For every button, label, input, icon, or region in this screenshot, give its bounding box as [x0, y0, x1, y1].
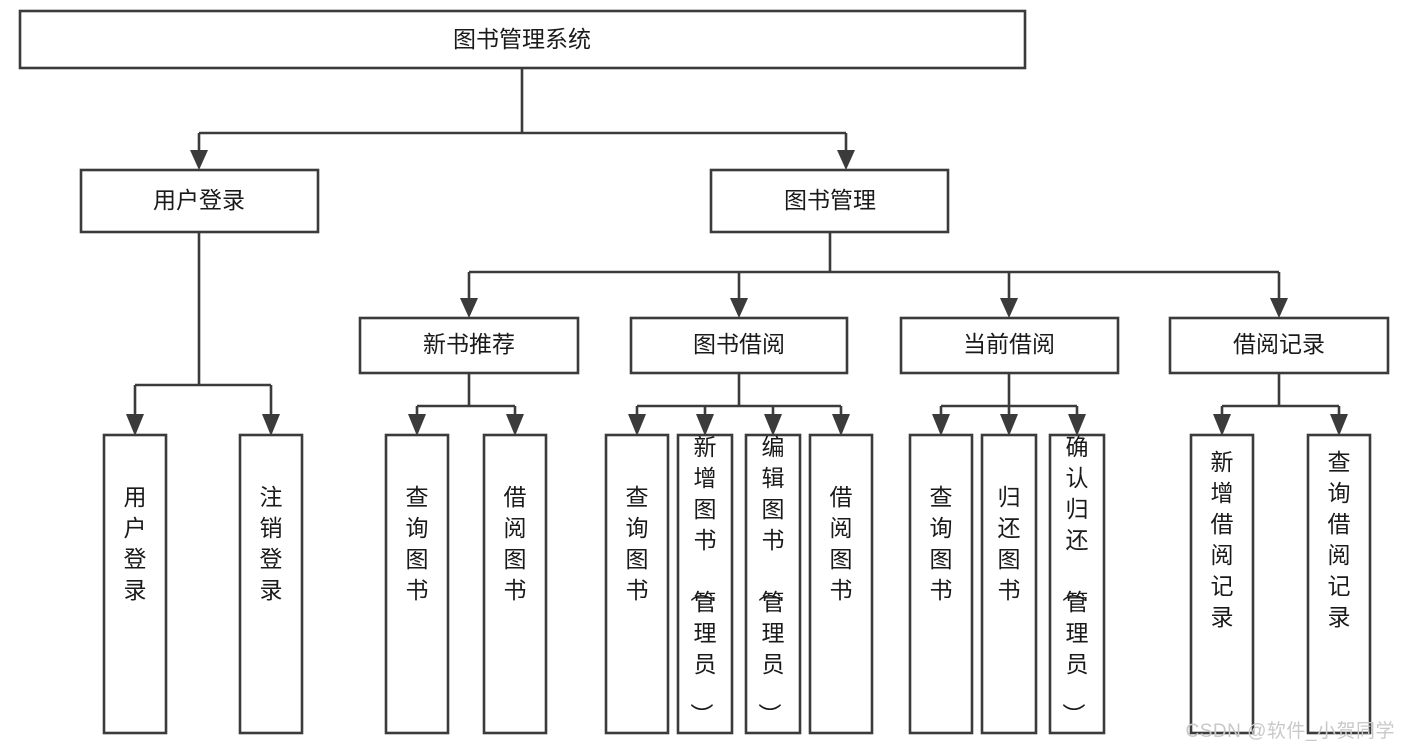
leaf-confirm-return-label: 确认归还（管理员） [1061, 434, 1089, 726]
leaf-add-book-label: 新增图书（管理员） [689, 434, 717, 726]
node-book-management-label: 图书管理 [784, 187, 876, 213]
leaf-borrow-book-1[interactable]: 借阅图书 [482, 433, 548, 735]
node-book-borrow-label: 图书借阅 [693, 331, 785, 357]
node-book-borrow-box[interactable] [629, 316, 849, 375]
arrowhead-leaf-query-book-3 [932, 414, 950, 436]
connector-new-book-recommend-to-leaves [415, 373, 517, 418]
connector-borrow-record-to-leaves [1220, 373, 1341, 418]
node-borrow-record-label: 借阅记录 [1233, 331, 1325, 357]
arrowhead-current-borrow [1000, 298, 1018, 318]
leaf-query-book-1-box[interactable] [384, 433, 450, 735]
leaf-confirm-return[interactable]: 确认归还（管理员） [1048, 433, 1106, 735]
node-new-book-recommend[interactable]: 新书推荐 [358, 316, 580, 375]
leaf-user-login[interactable]: 用户登录 [102, 433, 168, 735]
arrowhead-new-book-recommend [460, 298, 478, 318]
connector-root-to-level2 [197, 68, 848, 152]
connector-group-borrow-record [1213, 373, 1348, 436]
leaf-return-book[interactable]: 归还图书 [980, 433, 1038, 735]
node-user-login-label: 用户登录 [153, 187, 245, 213]
arrowhead-leaf-user-login [126, 414, 144, 436]
connector-group-root [190, 68, 855, 170]
leaf-confirm-return-box[interactable] [1048, 433, 1106, 735]
arrowhead-leaf-add-book [696, 414, 714, 436]
connector-group-book-management [460, 232, 1288, 318]
connector-user-login-to-leaves [133, 232, 273, 418]
arrowhead-leaf-logout-login [262, 414, 280, 436]
arrowhead-user-login [190, 150, 208, 170]
node-new-book-recommend-label: 新书推荐 [423, 331, 515, 357]
arrowhead-borrow-record [1270, 298, 1288, 318]
leaf-query-book-3-label: 查询图书 [930, 484, 953, 603]
node-user-login-box[interactable] [79, 168, 320, 234]
connector-group-current-borrow [932, 373, 1086, 436]
connector-book-management-to-level3 [467, 232, 1281, 300]
leaf-borrow-book-2-label: 借阅图书 [830, 484, 853, 603]
arrowhead-leaf-return-book [1000, 414, 1018, 436]
leaf-query-book-3-box[interactable] [908, 433, 974, 735]
leaf-add-record-box[interactable] [1189, 433, 1255, 735]
node-current-borrow-box[interactable] [899, 316, 1120, 375]
leaf-query-book-1[interactable]: 查询图书 [384, 433, 450, 735]
node-book-borrow[interactable]: 图书借阅 [629, 316, 849, 375]
leaf-query-record-label: 查询借阅记录 [1328, 449, 1351, 630]
arrowhead-leaf-query-book-1 [408, 414, 426, 436]
arrowhead-leaf-borrow-book-1 [506, 414, 524, 436]
node-borrow-record[interactable]: 借阅记录 [1168, 316, 1390, 375]
arrowhead-book-borrow [730, 298, 748, 318]
arrowhead-leaf-query-book-2 [628, 414, 646, 436]
leaf-query-book-2-label: 查询图书 [626, 484, 649, 603]
leaf-logout-login-label: 注销登录 [260, 484, 283, 603]
leaf-edit-book[interactable]: 编辑图书（管理员） [744, 433, 802, 735]
leaf-return-book-box[interactable] [980, 433, 1038, 735]
leaf-query-book-1-label: 查询图书 [406, 484, 429, 603]
node-new-book-recommend-box[interactable] [358, 316, 580, 375]
leaf-edit-book-label: 编辑图书（管理员） [757, 434, 785, 726]
node-root-box[interactable] [18, 9, 1027, 70]
leaf-borrow-book-2[interactable]: 借阅图书 [808, 433, 874, 735]
node-current-borrow-label: 当前借阅 [963, 331, 1055, 357]
arrowhead-book-management [837, 150, 855, 170]
csdn-watermark: CSDN @软件_小贺同学 [1185, 721, 1395, 742]
node-book-management[interactable]: 图书管理 [709, 168, 950, 234]
arrowhead-leaf-confirm-return [1068, 414, 1086, 436]
leaf-query-record[interactable]: 查询借阅记录 [1306, 433, 1372, 735]
connector-group-user-login [126, 232, 280, 436]
node-borrow-record-box[interactable] [1168, 316, 1390, 375]
leaf-borrow-book-1-box[interactable] [482, 433, 548, 735]
leaf-add-book[interactable]: 新增图书（管理员） [676, 433, 734, 735]
node-current-borrow[interactable]: 当前借阅 [899, 316, 1120, 375]
leaf-user-login-label: 用户登录 [124, 484, 147, 603]
node-root-label: 图书管理系统 [453, 26, 591, 52]
leaf-add-record-label: 新增借阅记录 [1211, 449, 1234, 630]
leaf-edit-book-box[interactable] [744, 433, 802, 735]
leaf-query-book-2-box[interactable] [604, 433, 670, 735]
arrowhead-leaf-borrow-book-2 [832, 414, 850, 436]
connector-current-borrow-to-leaves [939, 373, 1079, 418]
leaf-query-record-box[interactable] [1306, 433, 1372, 735]
leaf-logout-login[interactable]: 注销登录 [238, 433, 304, 735]
connector-book-borrow-to-leaves [635, 373, 843, 418]
node-user-login[interactable]: 用户登录 [79, 168, 320, 234]
connector-group-new-book-recommend [408, 373, 524, 436]
leaf-return-book-label: 归还图书 [998, 484, 1021, 603]
arrowhead-leaf-add-record [1213, 414, 1231, 436]
leaf-add-book-box[interactable] [676, 433, 734, 735]
leaf-borrow-book-1-label: 借阅图书 [504, 484, 527, 603]
arrowhead-leaf-query-record [1330, 414, 1348, 436]
leaf-add-record[interactable]: 新增借阅记录 [1189, 433, 1255, 735]
arrowhead-leaf-edit-book [764, 414, 782, 436]
leaf-query-book-3[interactable]: 查询图书 [908, 433, 974, 735]
node-root[interactable]: 图书管理系统 [18, 9, 1027, 70]
leaf-user-login-box[interactable] [102, 433, 168, 735]
leaf-logout-login-box[interactable] [238, 433, 304, 735]
leaf-borrow-book-2-box[interactable] [808, 433, 874, 735]
node-book-management-box[interactable] [709, 168, 950, 234]
connector-group-book-borrow [628, 373, 850, 436]
leaf-query-book-2[interactable]: 查询图书 [604, 433, 670, 735]
